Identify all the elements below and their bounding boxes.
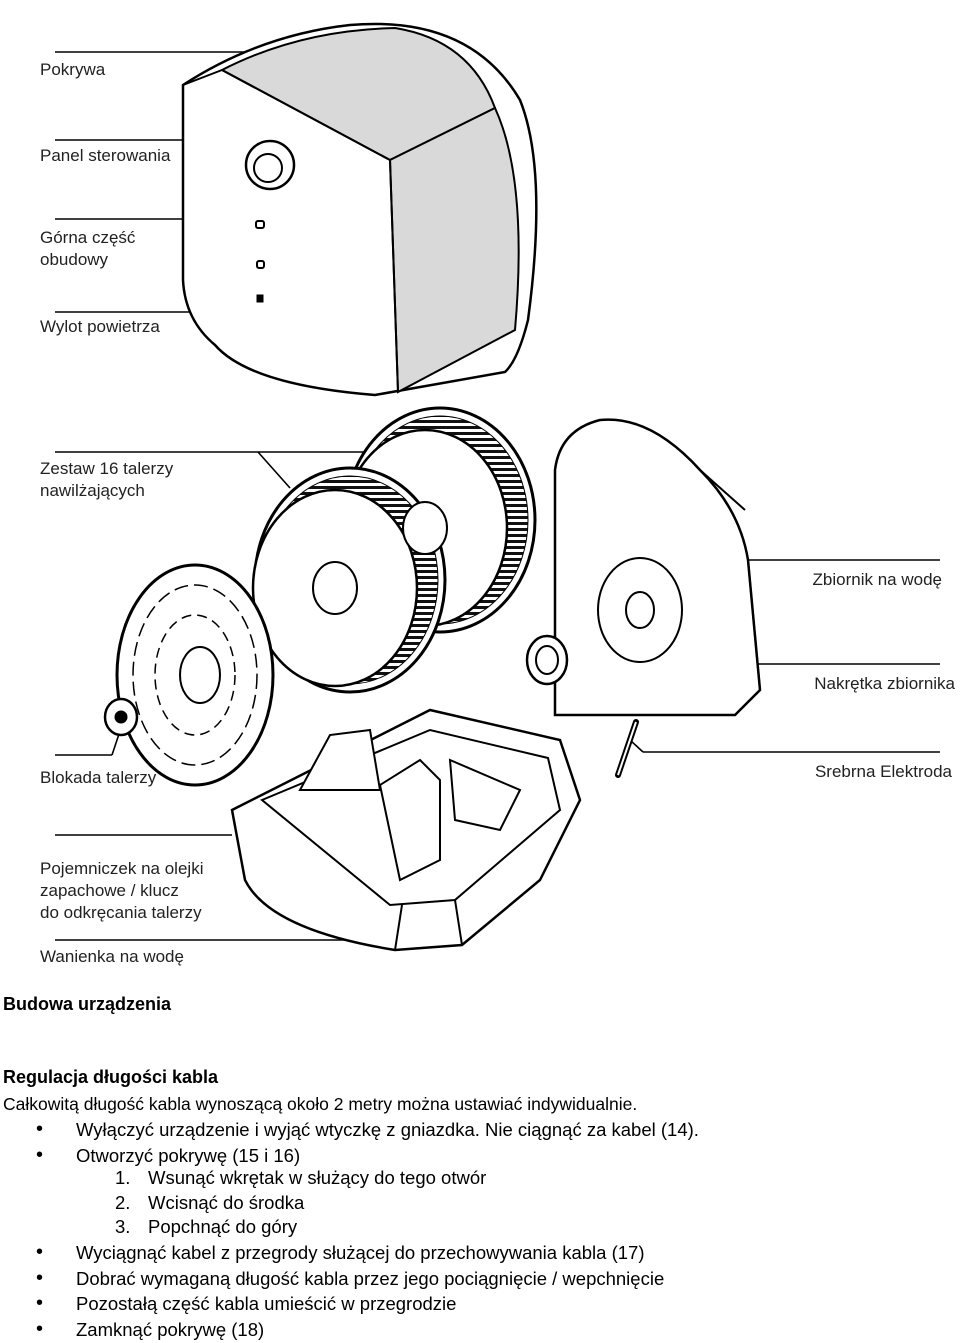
list-item: Wyłączyć urządzenie i wyjąć wtyczkę z gn… xyxy=(0,1117,699,1143)
list-item: 3.Popchnąć do góry xyxy=(115,1216,298,1237)
list-item: Zamknąć pokrywę (18) xyxy=(0,1317,664,1343)
label-water-tray: Wanienka na wodę xyxy=(40,947,184,966)
section-title: Budowa urządzenia xyxy=(3,994,172,1014)
list-item: Dobrać wymaganą długość kabla przez jego… xyxy=(0,1266,664,1292)
label-oil-container: Pojemniczek na olejki zapachowe / klucz … xyxy=(40,859,204,922)
label-lid: Pokrywa xyxy=(40,60,106,79)
upper-housing-drawing xyxy=(181,22,538,397)
list-item: 2.Wcisnąć do środka xyxy=(115,1191,305,1213)
list-item: Otworzyć pokrywę (15 i 16) xyxy=(0,1143,699,1169)
exploded-diagram: Pokrywa Panel sterowania Górna część obu… xyxy=(40,22,955,966)
list-item: 1.Wsunąć wkrętak w służący do tego otwór xyxy=(115,1167,487,1188)
label-disc-lock: Blokada talerzy xyxy=(40,768,157,787)
list-item: Wyciągnąć kabel z przegrody służącej do … xyxy=(0,1240,664,1266)
cable-steps-2: Wyciągnąć kabel z przegrody służącej do … xyxy=(0,1240,664,1342)
list-item: Pozostałą część kabla umieścić w przegro… xyxy=(0,1291,664,1317)
water-tray-drawing xyxy=(230,708,582,952)
water-tank-drawing xyxy=(525,418,762,778)
label-air-outlet: Wylot powietrza xyxy=(40,317,160,336)
label-tank-cap: Nakrętka zbiornika xyxy=(814,674,955,693)
label-upper-housing: Górna część obudowy xyxy=(40,228,136,269)
device-illustration xyxy=(55,22,940,952)
cable-intro: Całkowitą długość kabla wynoszącą około … xyxy=(3,1094,638,1114)
label-control-panel: Panel sterowania xyxy=(40,146,171,165)
label-silver-electrode: Srebrna Elektroda xyxy=(814,762,952,781)
cable-heading: Regulacja długości kabla xyxy=(3,1067,219,1087)
disc-set-drawing xyxy=(103,406,537,787)
label-disc-set: Zestaw 16 talerzy nawilżających xyxy=(40,459,174,500)
label-water-tank: Zbiornik na wodę xyxy=(812,570,942,589)
cable-steps: Wyłączyć urządzenie i wyjąć wtyczkę z gn… xyxy=(0,1117,699,1168)
cable-substeps: 1.Wsunąć wkrętak w służący do tego otwór… xyxy=(115,1166,486,1240)
